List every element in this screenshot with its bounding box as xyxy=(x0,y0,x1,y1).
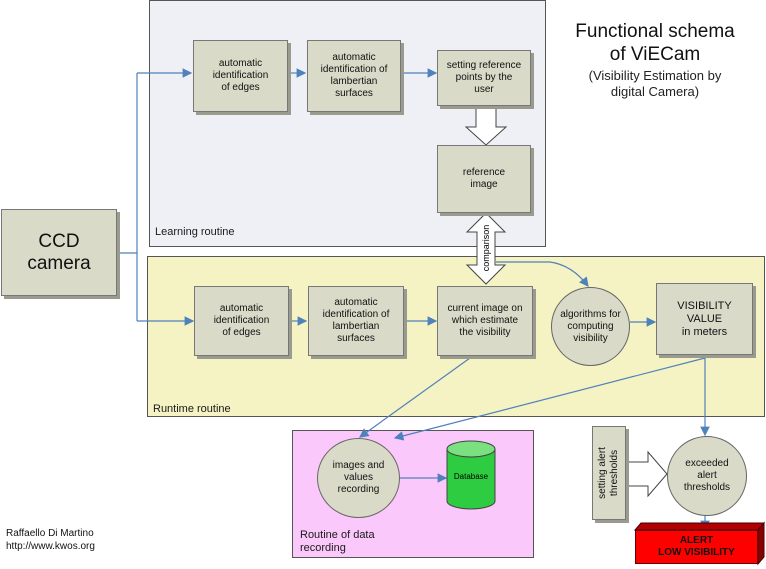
reference-points-box: setting reference points by the user xyxy=(437,50,531,106)
alert-box-side xyxy=(757,521,765,566)
learning-edges-box: automatic identification of edges xyxy=(193,40,288,112)
title-line2: of ViECam xyxy=(609,44,701,65)
box-line: recording xyxy=(337,484,380,495)
database-label: Database xyxy=(453,472,489,481)
current-image-box: current image on which estimate the visi… xyxy=(437,286,533,356)
ccd-line1: CCD xyxy=(38,230,80,252)
author-credit: Raffaello Di Martino http://www.kwos.org xyxy=(6,527,95,553)
box-line: of edges xyxy=(221,82,260,93)
box-line: identification xyxy=(213,315,270,326)
box-line: user xyxy=(474,84,494,95)
comparison-double-arrow xyxy=(465,212,507,285)
recording-routine-label: Routine of data recording xyxy=(300,529,375,555)
author-url[interactable]: http://www.kwos.org xyxy=(6,541,95,552)
box-line: lambertian xyxy=(332,321,380,332)
algorithms-circle: algorithms for computing visibility xyxy=(551,287,630,366)
connector-current-recording xyxy=(359,357,471,438)
box-line: computing xyxy=(567,320,614,332)
connector-value-recording xyxy=(393,357,706,441)
runtime-edges-box: automatic identification of edges xyxy=(194,286,289,356)
box-line: setting alert xyxy=(597,447,609,499)
runtime-routine-label: Runtime routine xyxy=(153,403,231,415)
box-line: points by the xyxy=(455,72,513,83)
reference-image-box: reference image xyxy=(437,145,531,213)
box-line: alert xyxy=(697,470,717,481)
box-line: values xyxy=(344,472,373,483)
box-line: thresholds xyxy=(683,482,731,493)
box-line: VISIBILITY xyxy=(677,299,732,312)
box-line: current image on xyxy=(447,303,523,314)
box-line: of edges xyxy=(222,327,261,338)
box-line: surfaces xyxy=(337,333,375,344)
box-line: identification xyxy=(212,70,269,81)
author-name: Raffaello Di Martino xyxy=(6,528,94,539)
low-visibility-alert-box: ALERT LOW VISIBILITY xyxy=(635,530,758,564)
box-line: LOW VISIBILITY xyxy=(658,547,735,558)
box-line: ALERT xyxy=(679,535,714,546)
box-line: automatic xyxy=(334,297,378,308)
box-line: VALUE xyxy=(686,312,723,325)
visibility-value-box: VISIBILITY VALUE in meters xyxy=(656,283,753,355)
box-line: automatic xyxy=(219,303,264,314)
box-line: image xyxy=(470,179,498,190)
box-line: images and xyxy=(332,460,385,471)
learning-routine-label: Learning routine xyxy=(155,226,235,238)
ccd-camera-box: CCD camera xyxy=(1,209,117,296)
images-values-circle: images and values recording xyxy=(317,438,400,518)
database-icon xyxy=(446,440,496,510)
box-line: in meters xyxy=(681,325,728,338)
runtime-lambertian-box: automatic identification of lambertian s… xyxy=(308,286,404,356)
box-line: thresholds xyxy=(609,449,621,497)
box-line: identification of xyxy=(320,64,388,75)
ccd-line2: camera xyxy=(27,252,91,274)
recording-label-line2: recording xyxy=(300,542,346,554)
box-line: setting reference xyxy=(446,60,522,71)
alert-thresholds-setting-box: setting alert thresholds xyxy=(592,426,626,520)
comparison-label-wrap: comparison xyxy=(475,225,497,272)
box-line: lambertian xyxy=(330,76,378,87)
alert-box-depth xyxy=(633,522,766,531)
box-line: identification of xyxy=(322,309,390,320)
recording-label-line1: Routine of data xyxy=(300,529,375,541)
subtitle-line2: digital Camera) xyxy=(610,84,700,99)
box-line: algorithms for xyxy=(560,308,621,320)
block-arrow-thresholds xyxy=(625,450,668,498)
subtitle-line1: (Visibility Estimation by xyxy=(588,68,722,83)
comparison-label: comparison xyxy=(481,224,491,272)
box-line: exceeded xyxy=(685,458,729,469)
box-line: the visibility xyxy=(459,327,511,338)
title-line1: Functional schema xyxy=(575,21,735,42)
diagram-title: Functional schema of ViECam (Visibility … xyxy=(560,20,750,100)
exceeded-thresholds-circle: exceeded alert thresholds xyxy=(667,436,747,516)
connector-comparison-algorithms xyxy=(496,261,589,287)
learning-lambertian-box: automatic identification of lambertian s… xyxy=(307,40,401,112)
box-line: which estimate xyxy=(451,315,519,326)
block-arrow-reference xyxy=(464,105,508,146)
alert-thresholds-setting-text: setting alert thresholds xyxy=(597,447,621,499)
box-line: surfaces xyxy=(335,88,373,99)
box-line: automatic xyxy=(218,58,263,69)
box-line: reference xyxy=(462,167,506,178)
box-line: visibility xyxy=(573,332,608,344)
box-line: automatic xyxy=(332,52,376,63)
